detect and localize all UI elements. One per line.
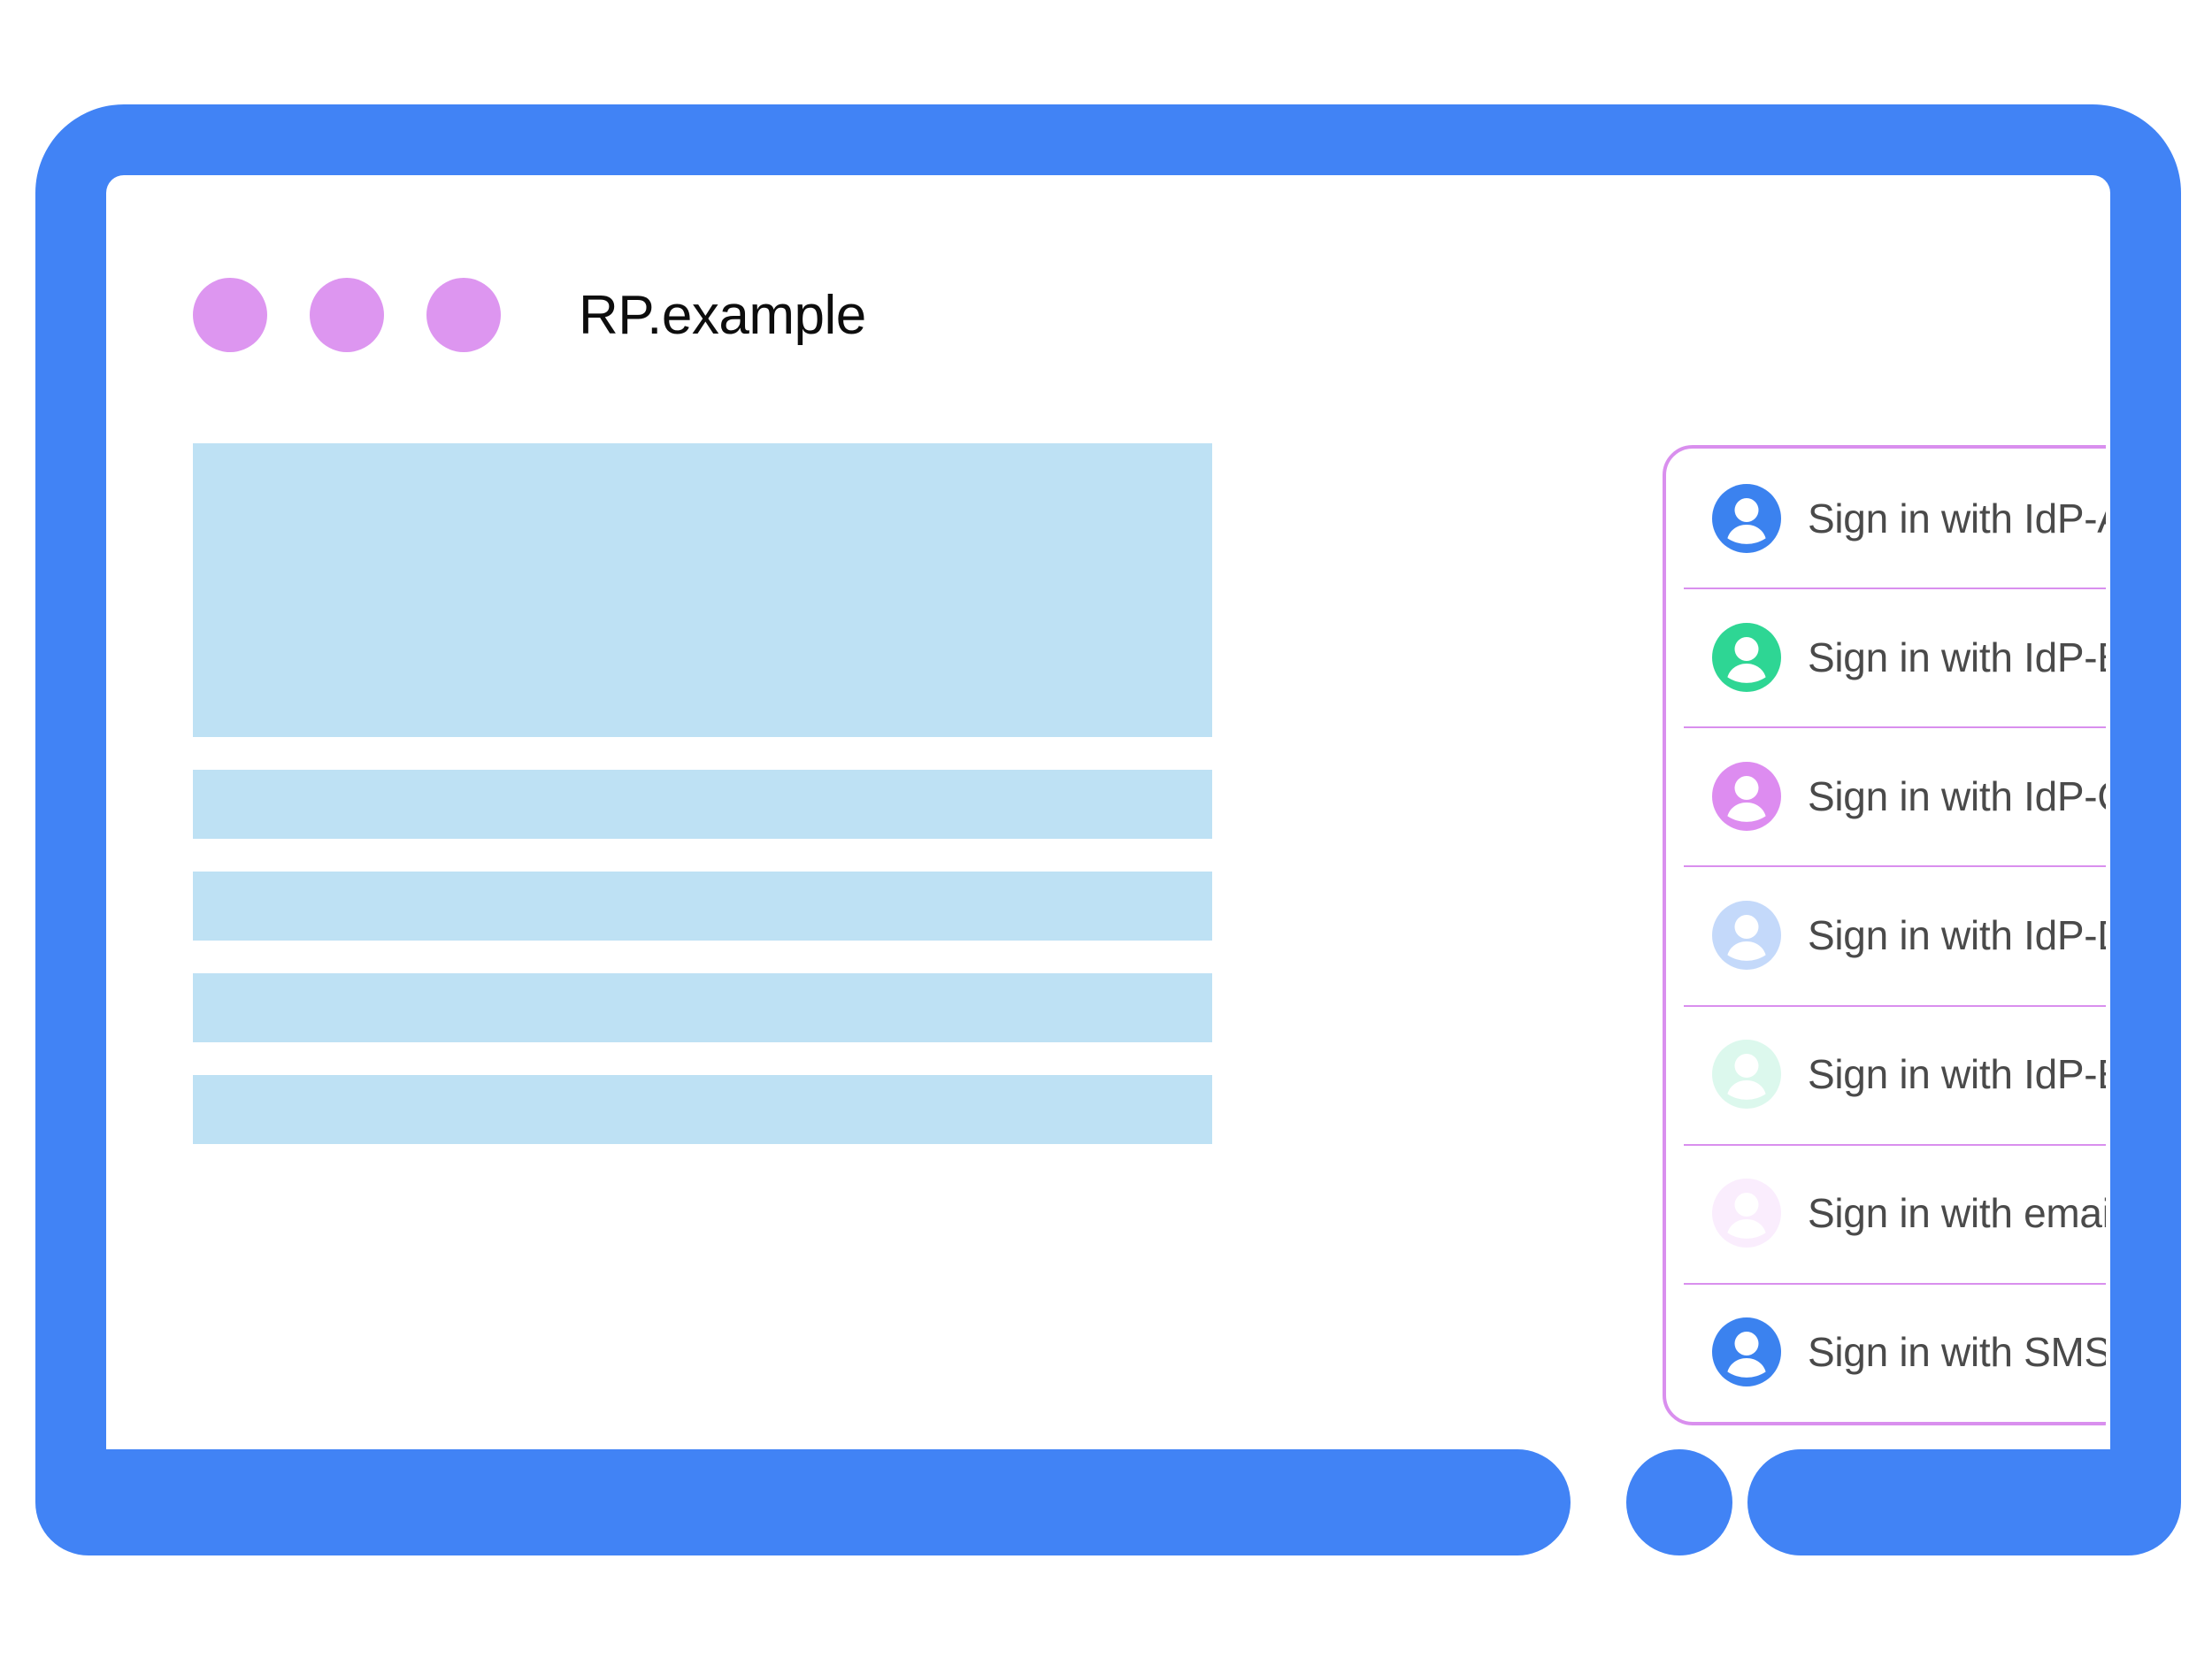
page-content-placeholders — [193, 443, 1212, 1177]
home-button[interactable] — [1626, 1449, 1732, 1555]
device-bezel-bottom-right — [1747, 1449, 2181, 1555]
window-dot-icon[interactable] — [310, 278, 384, 352]
person-avatar-icon — [1712, 900, 1781, 970]
device-bezel-frame — [35, 104, 2181, 1449]
signin-option-label: Sign in with SMS — [1808, 1329, 2106, 1376]
person-avatar-icon — [1712, 1317, 1781, 1387]
person-avatar-icon — [1712, 622, 1781, 692]
person-avatar-icon — [1712, 1179, 1781, 1248]
person-avatar-icon — [1712, 483, 1781, 553]
content-placeholder-bar — [193, 872, 1212, 941]
signin-option-row[interactable]: Sign in with SMS — [1666, 1282, 2106, 1422]
signin-option-label: Sign in with IdP-B — [1808, 634, 2106, 680]
signin-option-label: Sign in with email — [1808, 1190, 2106, 1237]
signin-option-row[interactable]: Sign in with IdP-B — [1666, 588, 2106, 726]
signin-option-label: Sign in with IdP-E — [1808, 1051, 2106, 1098]
window-dot-icon[interactable] — [426, 278, 501, 352]
window-dot-icon[interactable] — [193, 278, 267, 352]
account-chooser-popup: Sign in with IdP-A Sign in with IdP-B Sign… — [1663, 445, 2106, 1425]
content-placeholder-hero — [193, 443, 1212, 737]
signin-option-row[interactable]: Sign in with IdP-D — [1666, 865, 2106, 1004]
site-title: RP.example — [579, 284, 866, 346]
signin-option-row[interactable]: Sign in with IdP-E — [1666, 1004, 2106, 1144]
person-avatar-icon — [1712, 761, 1781, 831]
signin-option-row[interactable]: Sign in with IdP-C — [1666, 726, 2106, 865]
browser-titlebar: RP.example — [193, 278, 866, 352]
person-avatar-icon — [1712, 1040, 1781, 1110]
content-placeholder-bar — [193, 770, 1212, 839]
signin-option-row[interactable]: Sign in with email — [1666, 1143, 2106, 1283]
content-placeholder-bar — [193, 973, 1212, 1042]
signin-option-label: Sign in with IdP-D — [1808, 911, 2106, 958]
content-placeholder-bar — [193, 1075, 1212, 1144]
signin-option-label: Sign in with IdP-A — [1808, 495, 2106, 541]
signin-option-row[interactable]: Sign in with IdP-A — [1666, 449, 2106, 588]
device-bezel-bottom-left — [35, 1449, 1571, 1555]
signin-option-label: Sign in with IdP-C — [1808, 772, 2106, 819]
